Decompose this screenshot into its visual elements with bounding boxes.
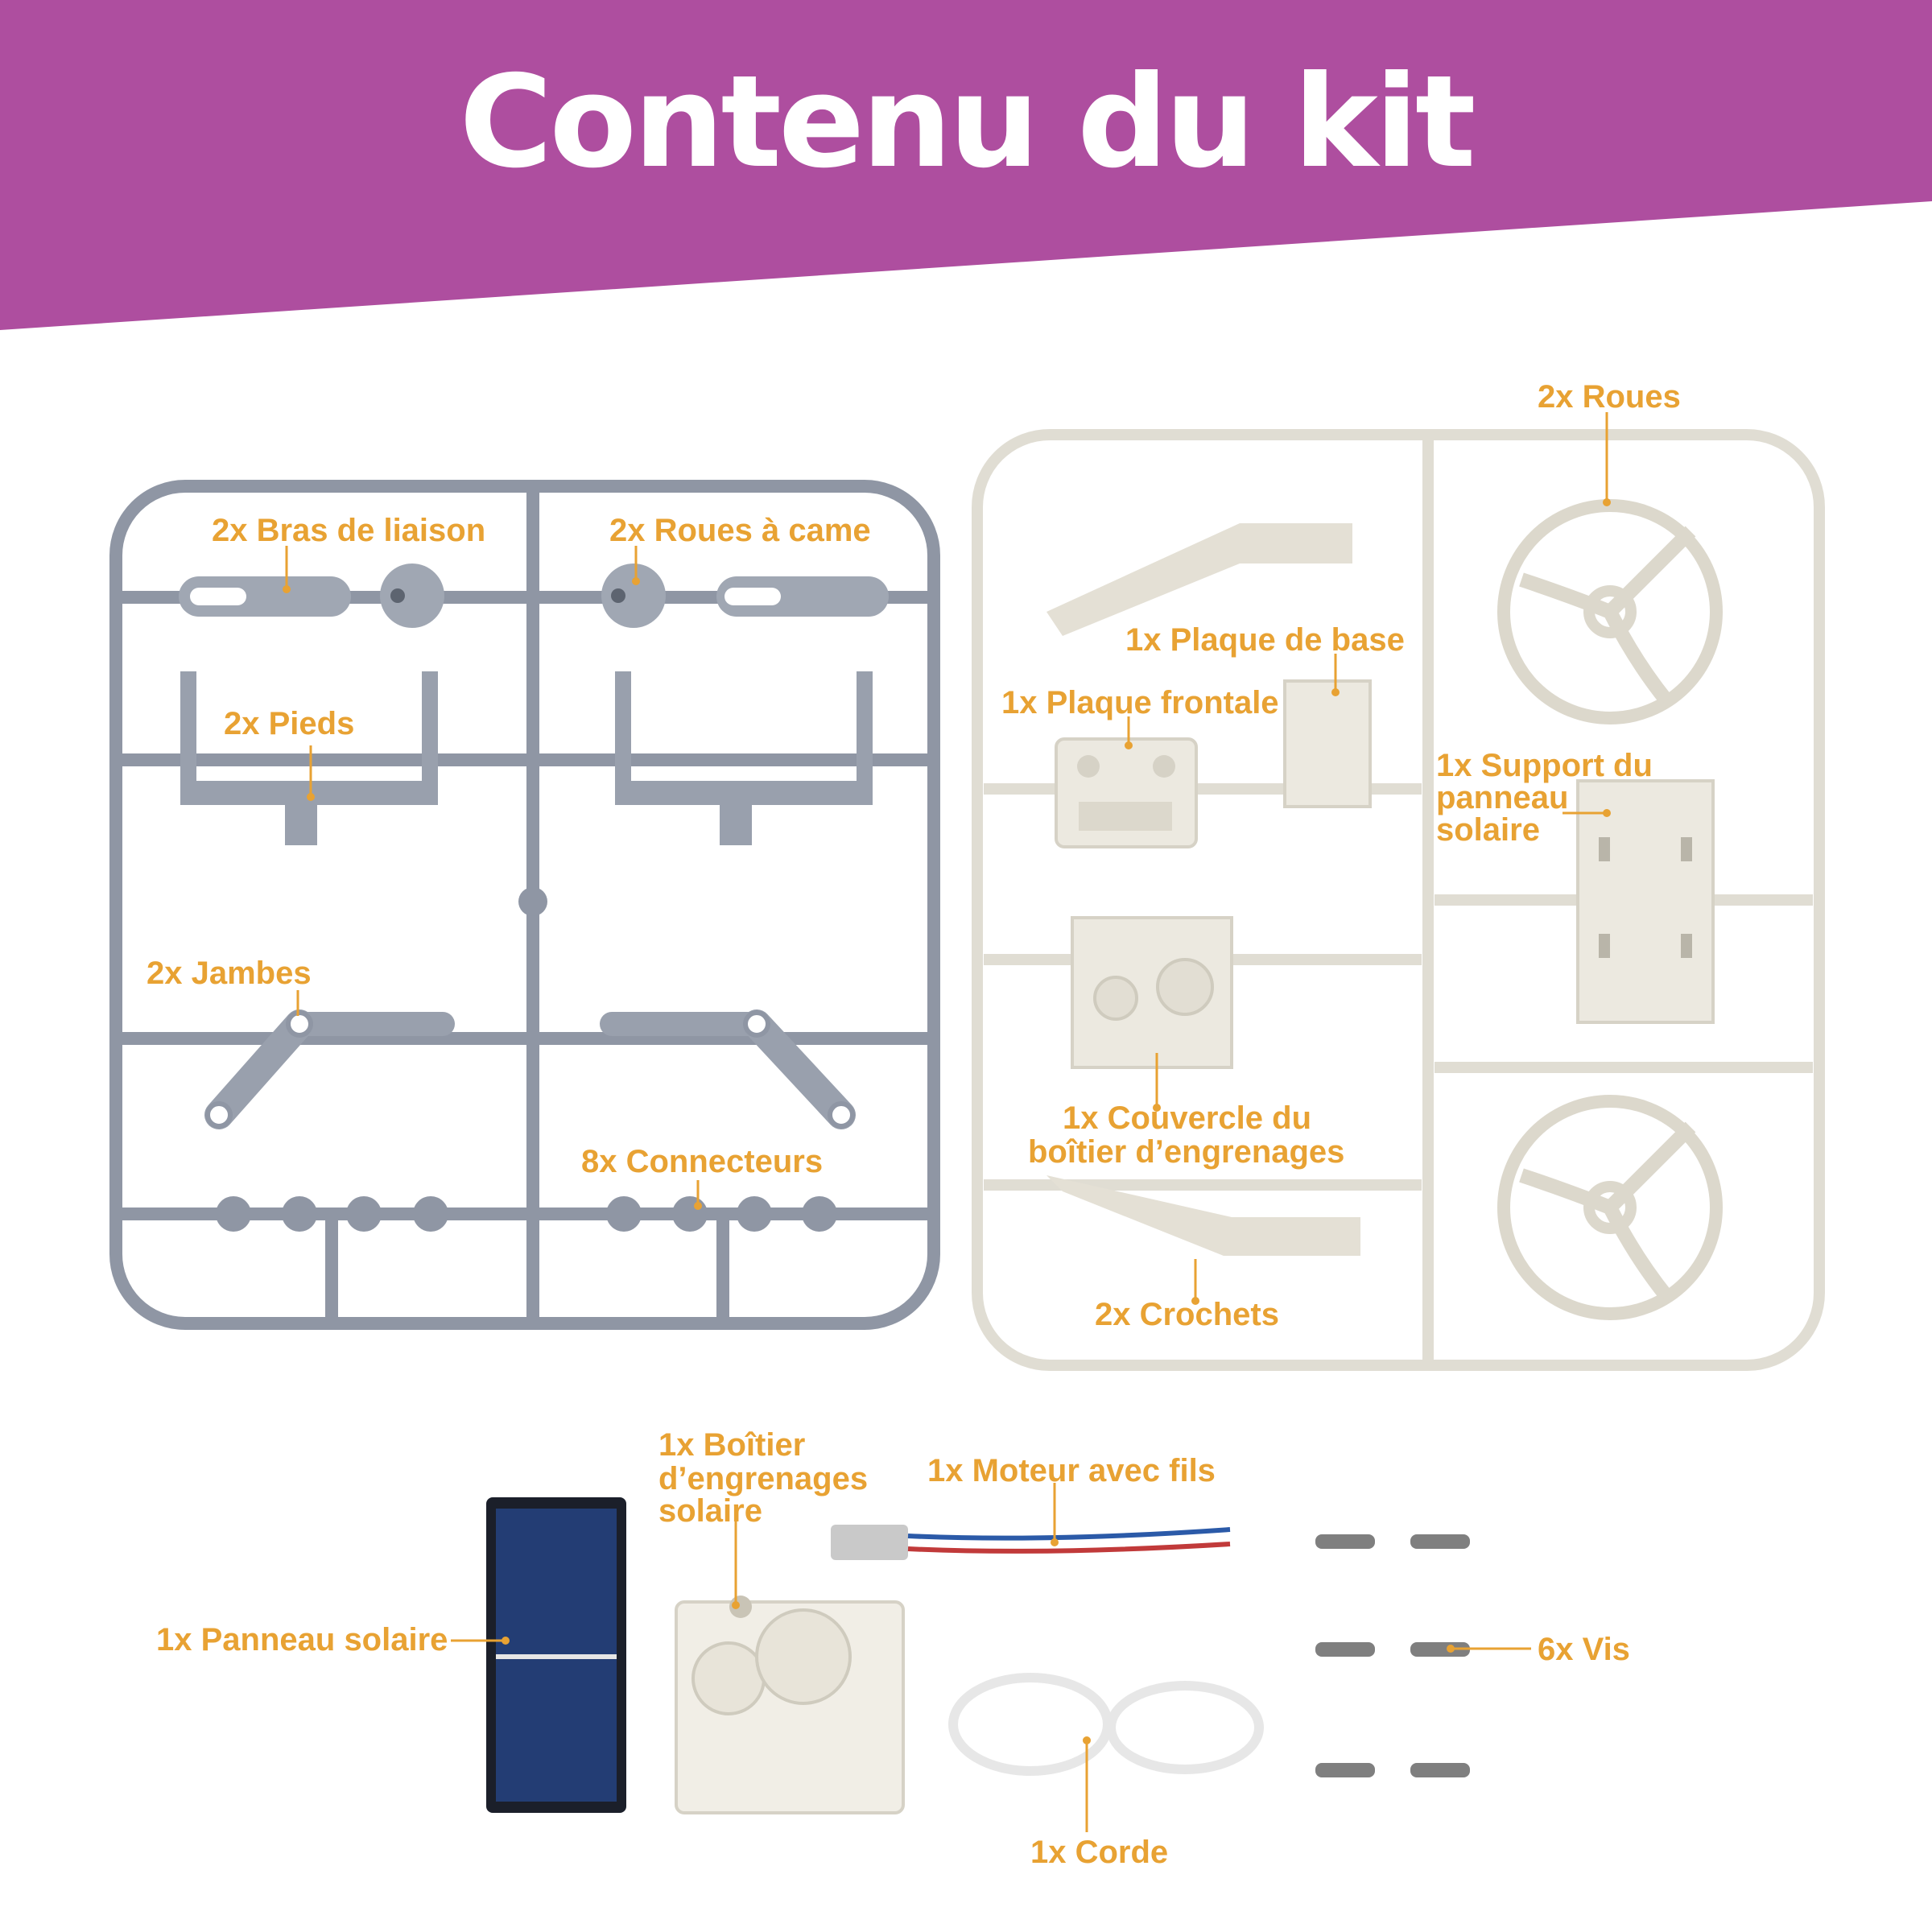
label-connecteurs: 8x Connecteurs xyxy=(581,1144,824,1179)
cord xyxy=(948,1673,1264,1776)
motor xyxy=(831,1525,1231,1560)
white-support-panneau xyxy=(1576,779,1715,1024)
label-bras-de-liaison: 2x Bras de liaison xyxy=(212,513,486,548)
white-crochets xyxy=(1046,523,1360,1256)
label-support-line-1: 1x Support du xyxy=(1436,748,1653,783)
label-boitier-line-1: 1x Boîtier xyxy=(658,1427,806,1463)
label-support-line-2: panneau xyxy=(1436,780,1569,815)
grey-jambes xyxy=(204,1009,856,1129)
grey-connecteurs xyxy=(216,1196,837,1232)
label-plaque-frontale: 1x Plaque frontale xyxy=(1001,685,1279,720)
label-couvercle-line-1: 1x Couvercle du xyxy=(1063,1100,1312,1136)
label-corde: 1x Corde xyxy=(1030,1835,1169,1870)
solar-panel xyxy=(486,1497,626,1813)
title-banner xyxy=(0,0,1932,330)
grey-bras-de-liaison xyxy=(179,576,889,617)
label-boitier-line-2: d’engrenages xyxy=(658,1461,869,1496)
grey-roues-a-came xyxy=(380,564,666,628)
white-plaque-de-base xyxy=(1283,679,1372,808)
label-crochets: 2x Crochets xyxy=(1095,1297,1279,1332)
grey-pieds xyxy=(180,671,873,845)
white-roues xyxy=(1497,499,1723,1320)
label-jambes: 2x Jambes xyxy=(147,956,312,991)
white-plaque-frontale xyxy=(1055,737,1198,848)
screws xyxy=(1315,1534,1470,1777)
label-boitier-line-3: solaire xyxy=(658,1493,762,1529)
label-vis: 6x Vis xyxy=(1538,1632,1630,1667)
label-roues-a-came: 2x Roues à came xyxy=(609,513,871,548)
leader-lines xyxy=(285,412,1608,1832)
label-plaque-de-base: 1x Plaque de base xyxy=(1125,622,1405,658)
gearbox xyxy=(675,1596,905,1814)
label-moteur: 1x Moteur avec fils xyxy=(927,1453,1216,1488)
label-roues: 2x Roues xyxy=(1538,379,1681,415)
label-panneau-solaire: 1x Panneau solaire xyxy=(156,1622,448,1657)
label-support-line-3: solaire xyxy=(1436,812,1540,848)
label-pieds: 2x Pieds xyxy=(224,706,355,741)
label-couvercle-line-2: boîtier d’engrenages xyxy=(1028,1134,1345,1170)
page-title: Contenu du kit xyxy=(459,48,1476,196)
white-couvercle xyxy=(1071,916,1233,1069)
